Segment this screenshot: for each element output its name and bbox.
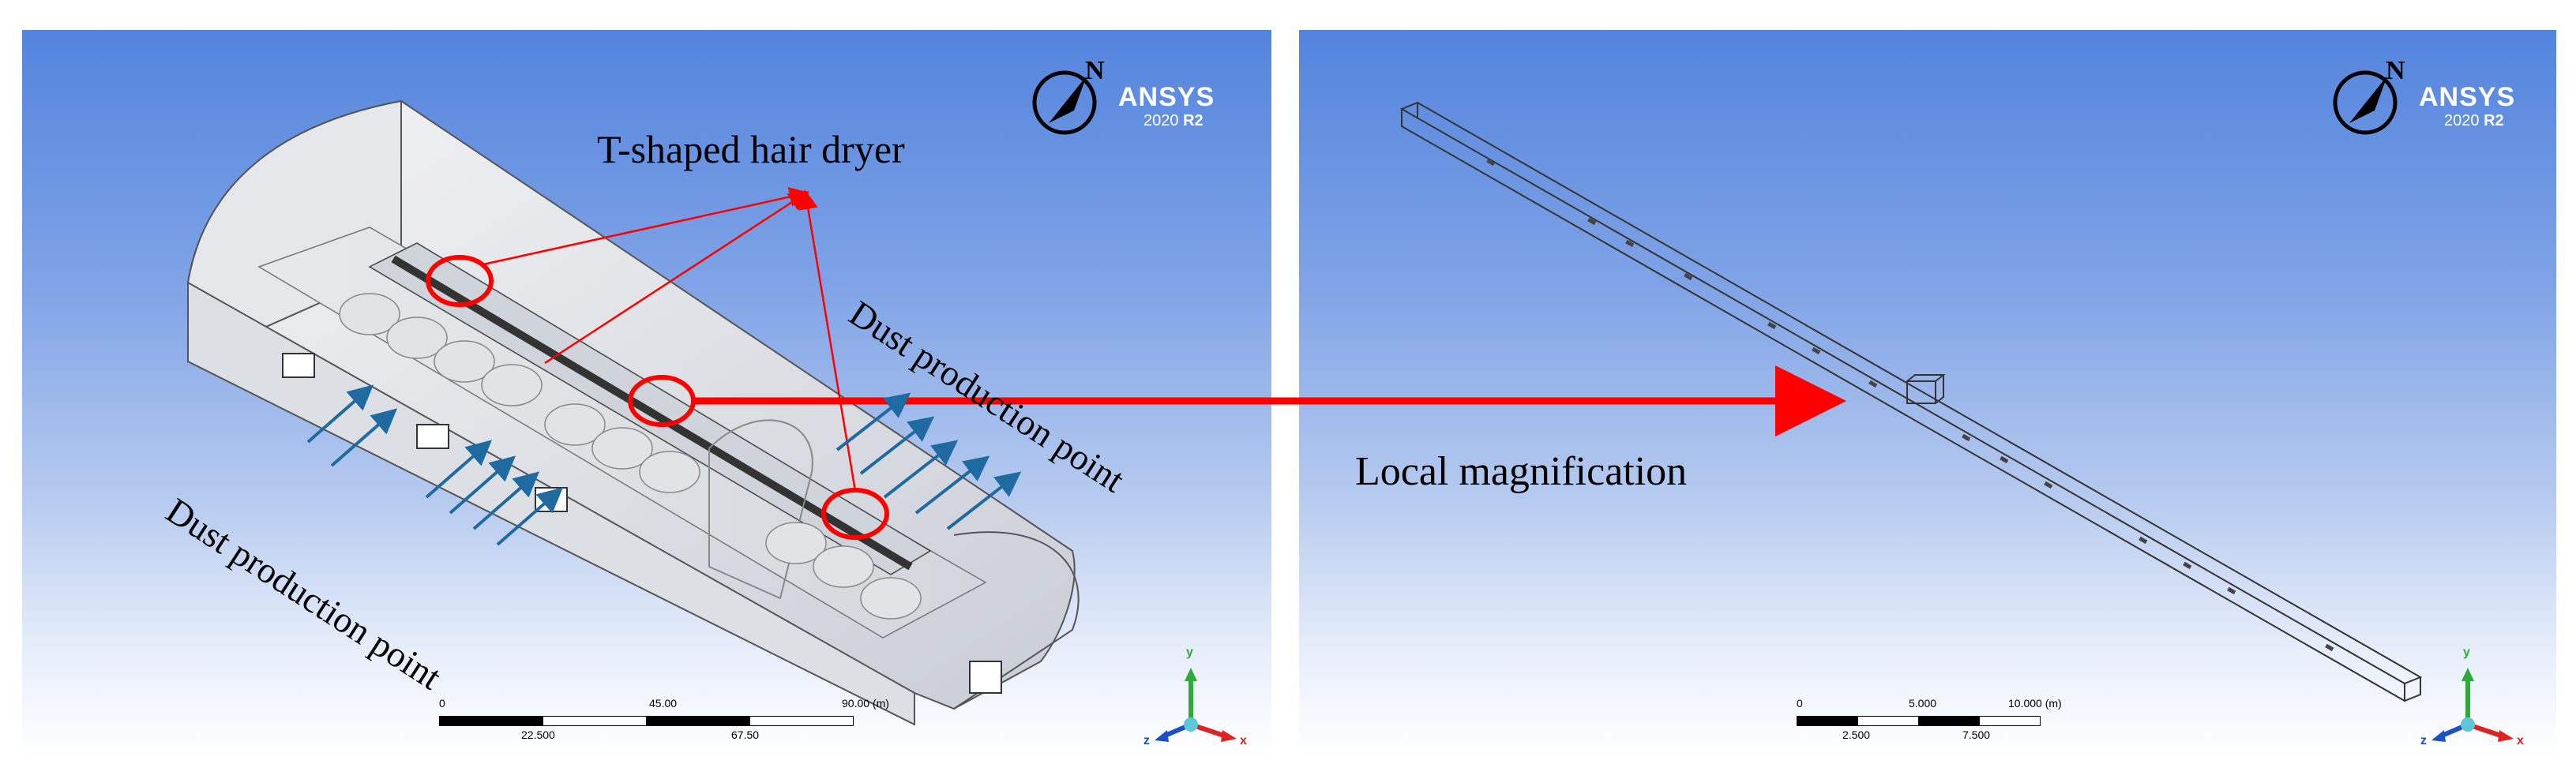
north-compass-icon: N — [1032, 56, 1105, 135]
scale-tick-0: 0 — [439, 697, 445, 710]
axis-x-label: x — [2517, 734, 2524, 747]
axis-y-label: y — [2463, 646, 2470, 659]
ansys-version: 2020 R2 — [1143, 112, 1204, 129]
north-label: N — [1085, 56, 1105, 85]
ansys-brand: ANSYS — [2419, 82, 2516, 112]
dryer-label: T-shaped hair dryer — [597, 127, 905, 171]
highlight-circle-3 — [821, 488, 889, 540]
scale-bar: 0 45.00 90.00 (m) 22.500 67.50 — [439, 697, 889, 752]
ansys-version: 2020 R2 — [2444, 112, 2504, 129]
highlight-circle-2 — [628, 375, 696, 427]
scale-subtick-1: 7.500 — [1962, 728, 1991, 741]
ansys-logo: N ANSYS 2020 R2 — [1025, 54, 1215, 148]
scale-bar: 0 5.000 10.000 (m) 2.500 7.500 — [1797, 697, 2112, 752]
axis-y-label: y — [1186, 646, 1193, 659]
axis-x-label: x — [1240, 734, 1247, 747]
axis-z-label: z — [1143, 734, 1150, 747]
scale-subtick-1: 67.50 — [731, 728, 760, 741]
scale-tick-1: 45.00 — [649, 697, 678, 710]
scale-subtick-0: 22.500 — [521, 728, 555, 741]
axis-z-label: z — [2420, 734, 2427, 747]
north-compass-icon: N — [2333, 56, 2405, 135]
scale-tick-1: 5.000 — [1909, 697, 1937, 710]
right-viewport: N ANSYS 2020 R2 0 5.000 10.000 (m) 2.500… — [1299, 30, 2556, 756]
scale-subtick-0: 2.500 — [1842, 728, 1871, 741]
dryer-duct-geometry — [1399, 101, 2423, 702]
axis-triad: y x z — [1143, 638, 1262, 756]
scale-tick-0: 0 — [1797, 697, 1803, 710]
axis-triad: y x z — [2420, 638, 2539, 756]
ansys-logo: N ANSYS 2020 R2 — [2326, 54, 2515, 148]
magnification-label: Local magnification — [1355, 449, 1688, 494]
scale-tick-2: 90.00 (m) — [842, 697, 889, 710]
scale-tick-2: 10.000 (m) — [2008, 697, 2062, 710]
ansys-brand: ANSYS — [1118, 82, 1215, 112]
north-label: N — [2386, 56, 2405, 85]
highlight-circle-1 — [426, 255, 494, 307]
